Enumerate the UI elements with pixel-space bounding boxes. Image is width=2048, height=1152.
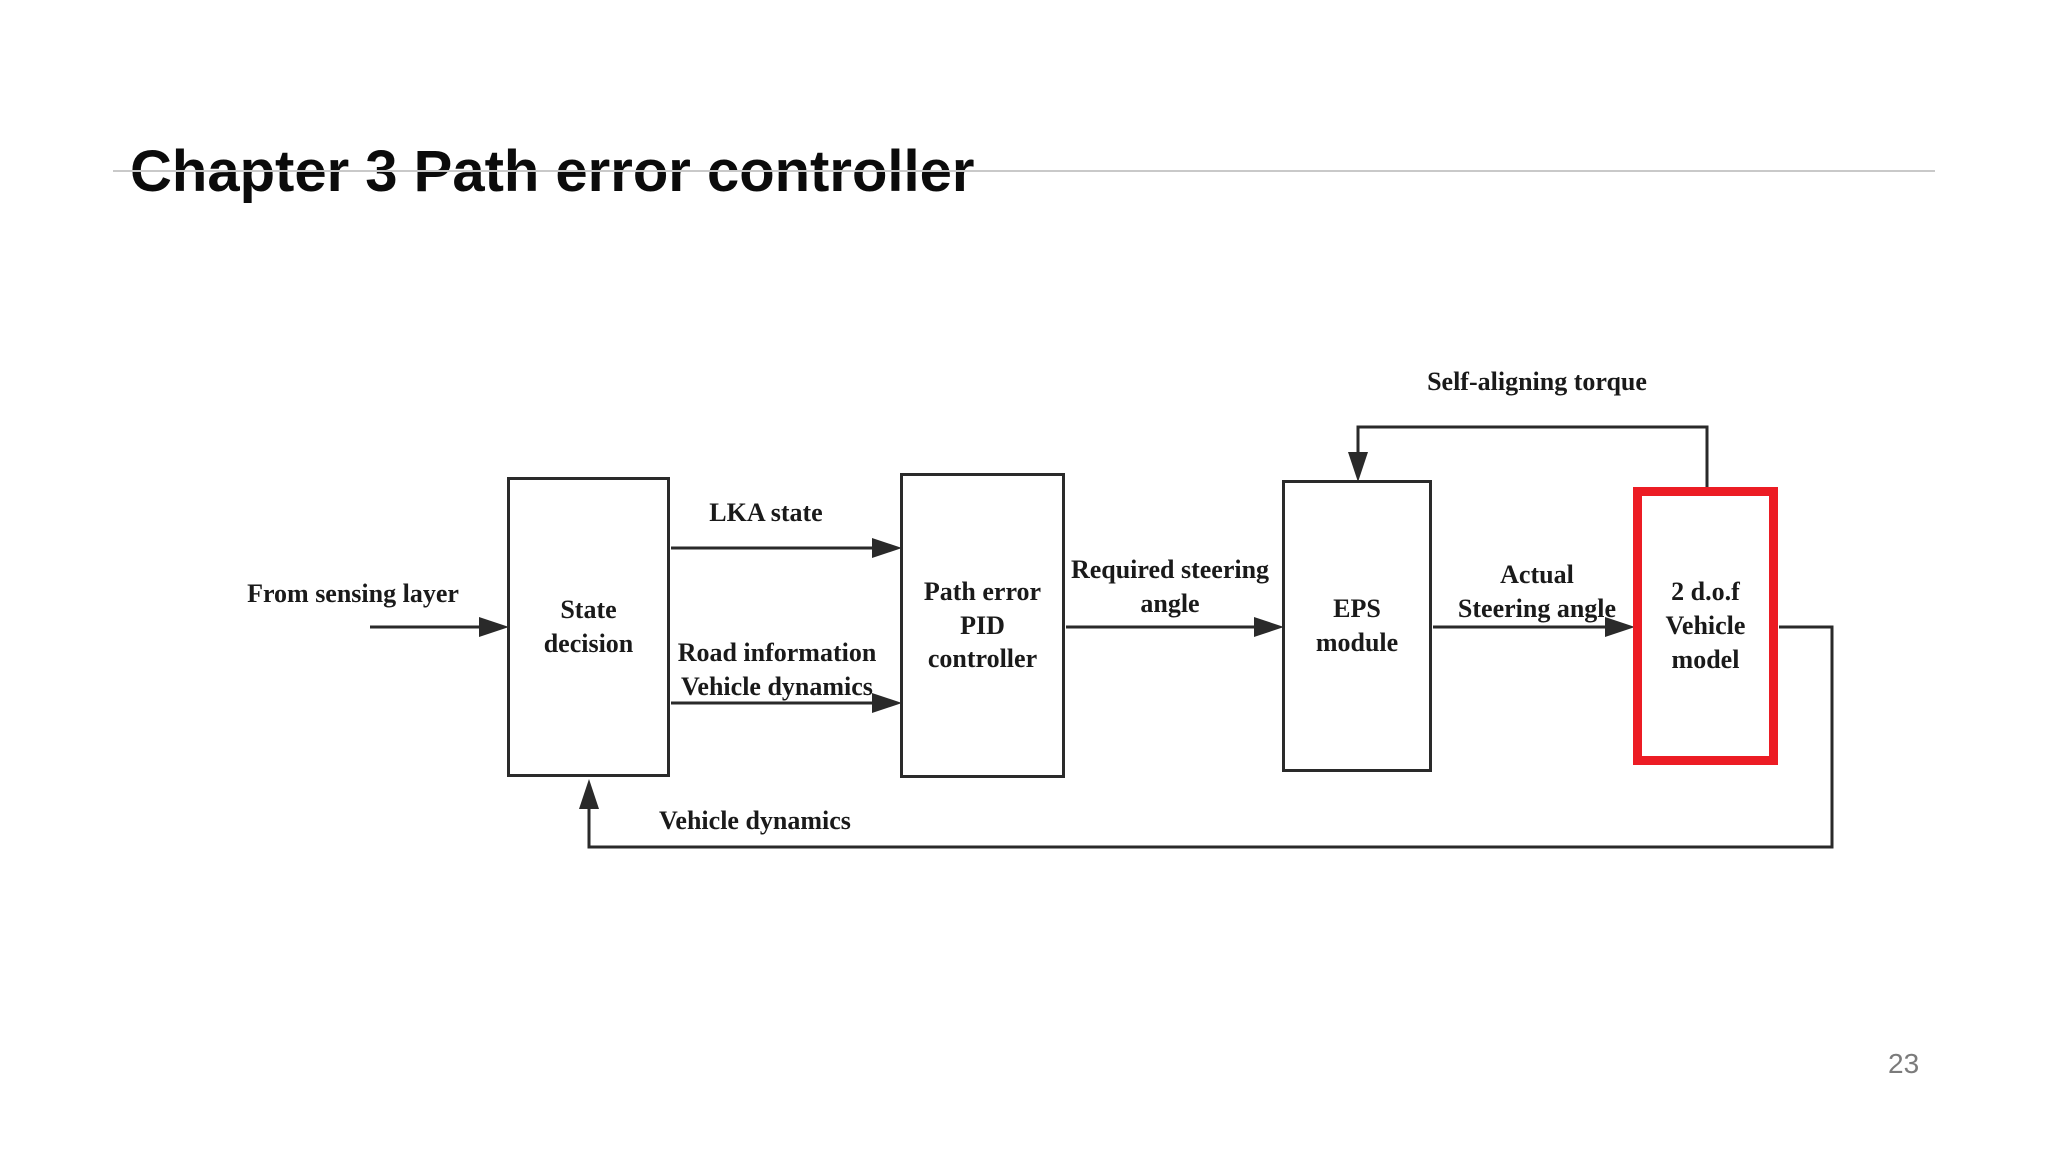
label-road-information-vehicle-dynamics: Road information Vehicle dynamics bbox=[677, 638, 877, 701]
arrow-road-information bbox=[671, 693, 902, 713]
label-required-steering-angle: Required steering angle bbox=[1070, 555, 1270, 618]
arrow-self-aligning-torque bbox=[1348, 425, 1709, 489]
label-actual-steering-angle: Actual Steering angle bbox=[1457, 560, 1617, 623]
label-from-sensing-layer: From sensing layer bbox=[247, 579, 459, 608]
label-vehicle-dynamics-feedback: Vehicle dynamics bbox=[659, 806, 851, 835]
arrow-actual-steering-angle bbox=[1433, 617, 1635, 637]
box-state-decision: State decision bbox=[507, 477, 670, 777]
label-lka-state: LKA state bbox=[709, 498, 823, 527]
box-eps-module: EPS module bbox=[1282, 480, 1432, 772]
box-path-error-pid-controller: Path error PID controller bbox=[900, 473, 1065, 778]
page-number: 23 bbox=[1888, 1048, 1920, 1079]
arrow-required-steering-angle bbox=[1066, 617, 1284, 637]
arrow-from-sensing-layer bbox=[370, 617, 509, 637]
box-vehicle-model-highlighted: 2 d.o.f Vehicle model bbox=[1633, 487, 1778, 765]
label-self-aligning-torque: Self-aligning torque bbox=[1427, 367, 1647, 396]
arrow-lka-state bbox=[671, 538, 902, 558]
arrow-vehicle-dynamics-feedback bbox=[579, 625, 1834, 849]
title-divider bbox=[113, 170, 1935, 172]
